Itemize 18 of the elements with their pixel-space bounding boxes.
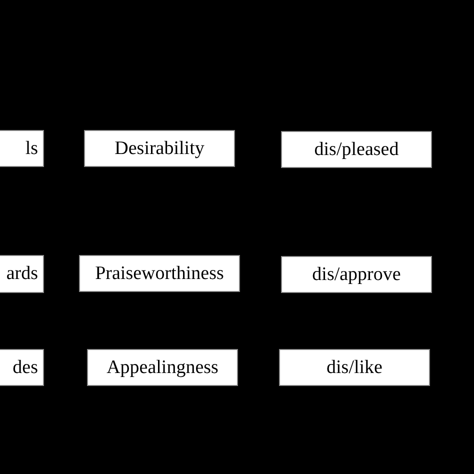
label-box	[281, 256, 432, 293]
box-label: Praiseworthiness	[95, 262, 224, 284]
box-label: ards	[6, 263, 38, 285]
label-box	[0, 130, 44, 167]
box-label: ls	[25, 138, 38, 160]
label-box	[281, 131, 432, 168]
box-label: des	[12, 356, 38, 378]
box-label: dis/pleased	[314, 138, 399, 160]
label-box	[0, 349, 44, 386]
label-box	[0, 255, 44, 293]
label-box	[79, 255, 240, 292]
label-box	[84, 130, 235, 167]
label-box	[87, 349, 238, 386]
box-label: dis/approve	[312, 264, 401, 286]
box-label: Desirability	[114, 138, 204, 160]
box-label: Appealingness	[106, 356, 218, 378]
box-label: dis/like	[326, 356, 382, 378]
label-box	[279, 349, 430, 386]
